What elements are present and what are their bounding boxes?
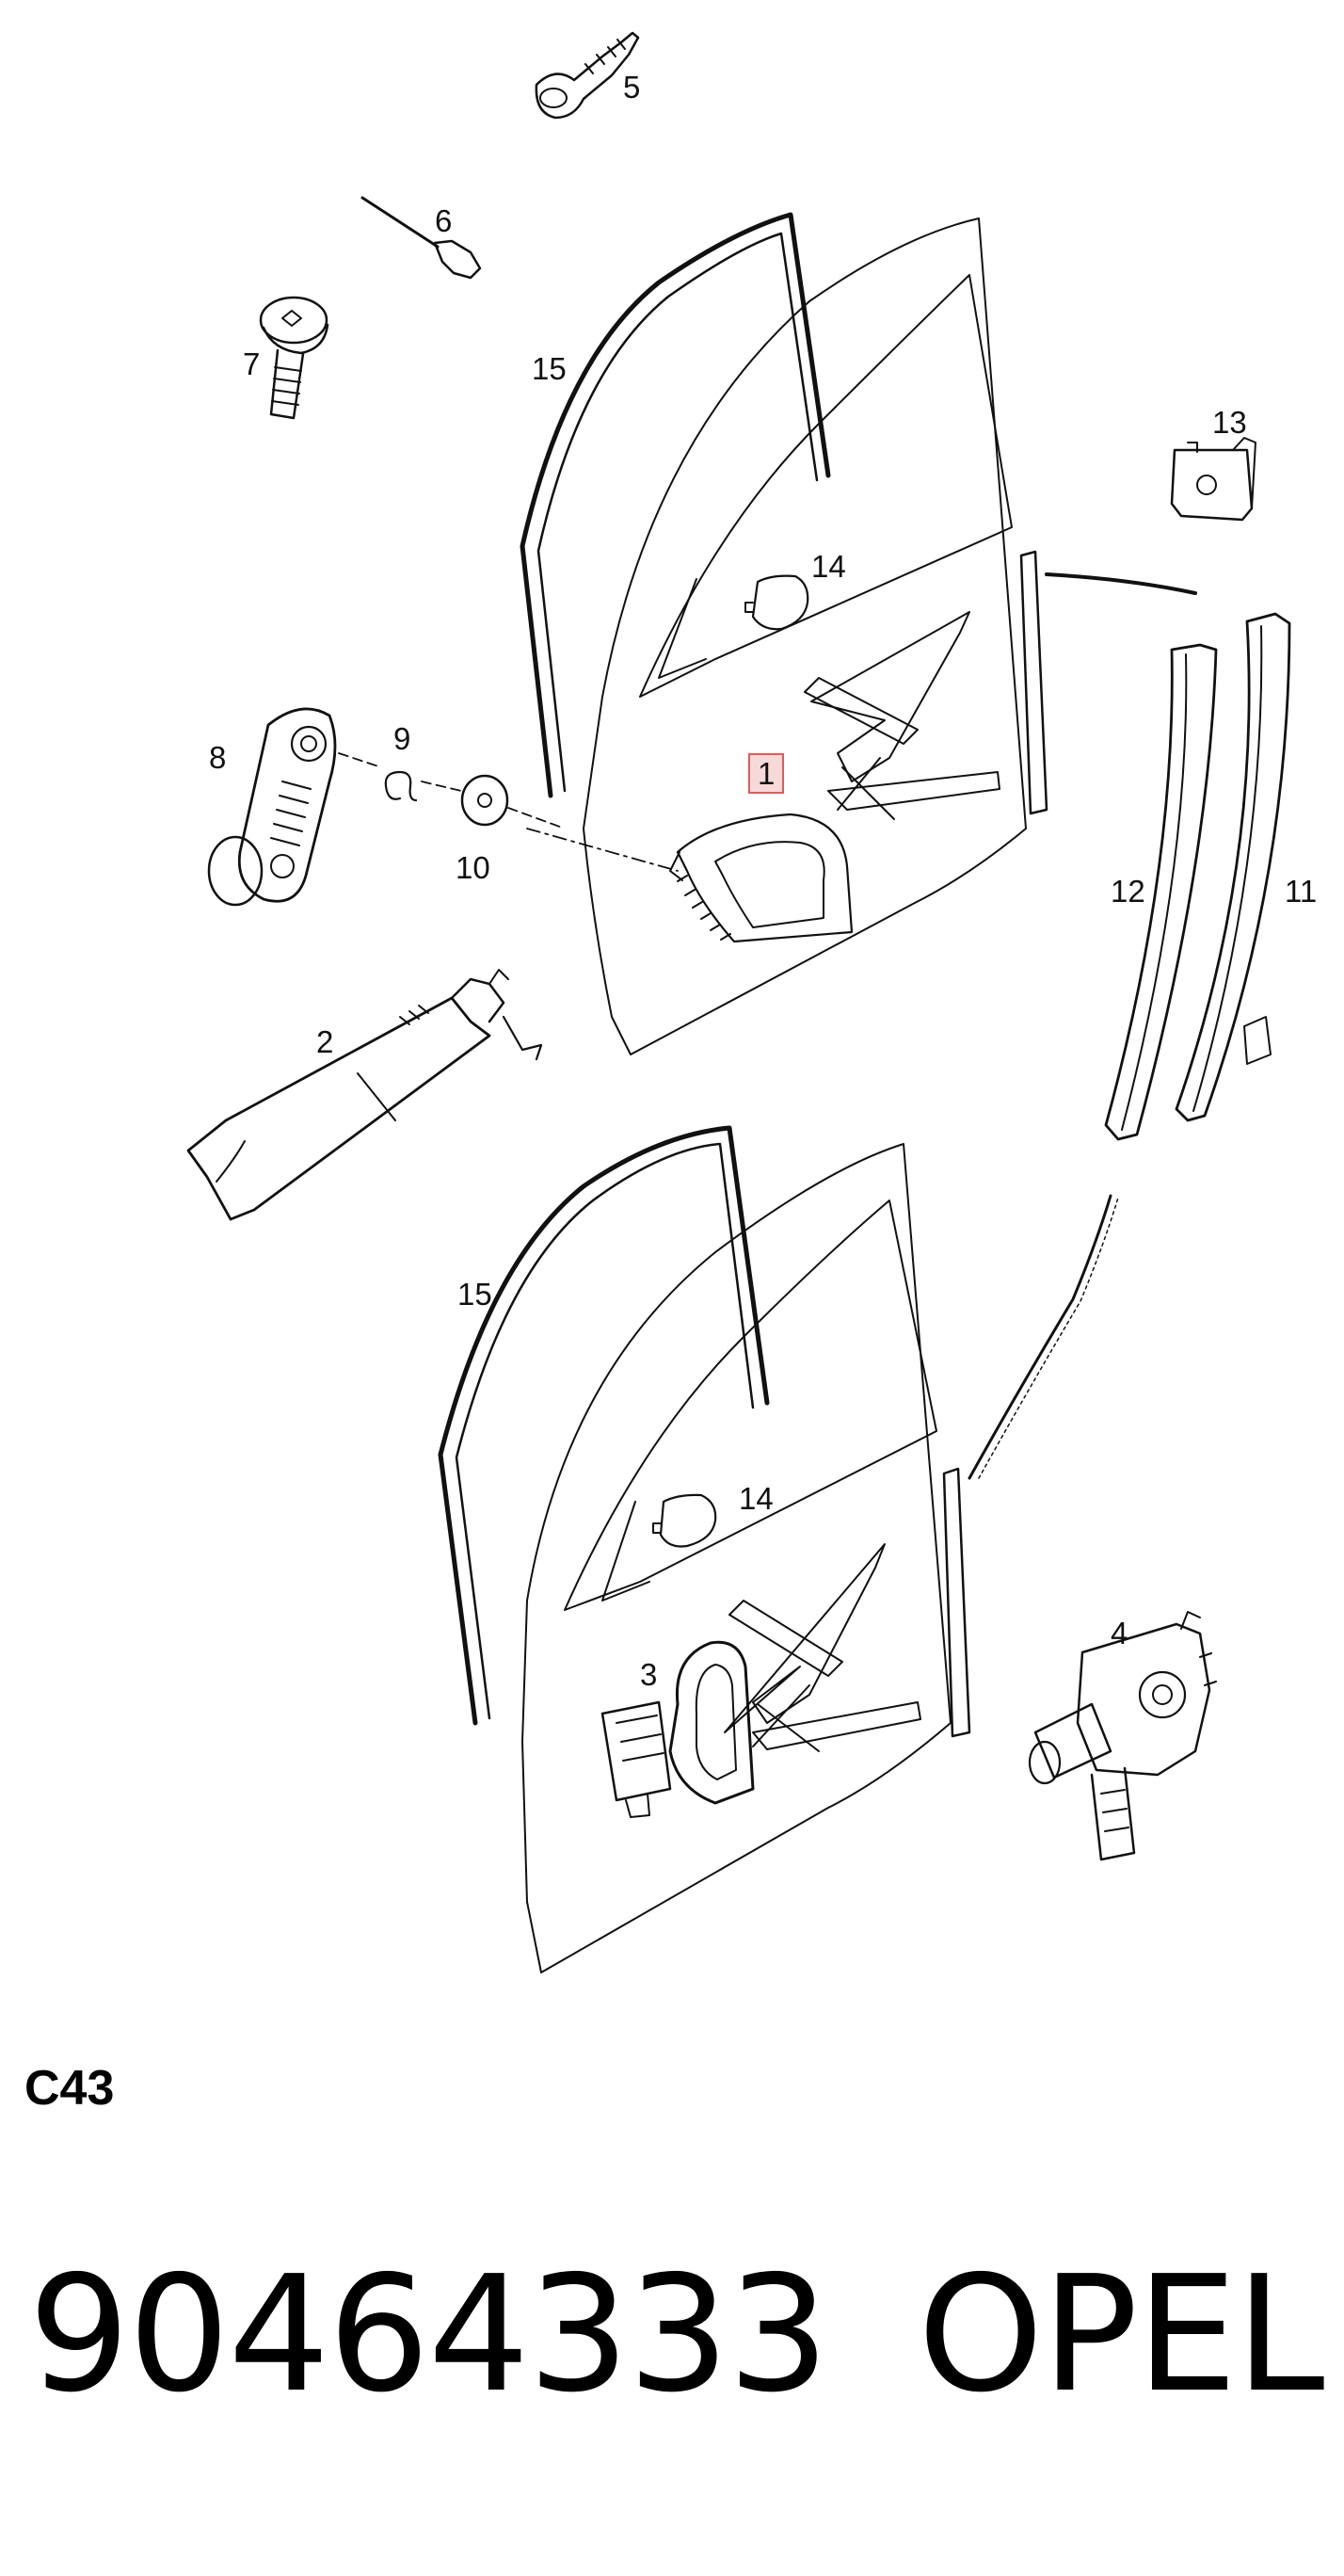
part-number: 90464333 <box>28 2242 829 2428</box>
part-10-washer <box>460 774 509 827</box>
diagram-drawing <box>186 31 1291 1973</box>
callout-1-highlighted[interactable]: 1 <box>748 753 785 794</box>
upper-door <box>520 212 1197 1055</box>
part-8-handle <box>207 707 337 907</box>
callout-10: 10 <box>456 850 490 885</box>
lower-door <box>438 1125 1119 1973</box>
part-2-crank <box>186 969 543 1221</box>
callout-5: 5 <box>623 70 641 105</box>
exploded-parts-diagram: 5 6 7 15 13 14 8 9 1 10 12 11 2 15 14 4 … <box>186 31 1318 1973</box>
part-12-channel <box>1104 643 1218 1141</box>
part-11-channel <box>1175 612 1291 1122</box>
part-5-clip <box>535 31 640 120</box>
part-13-clip <box>1170 437 1256 522</box>
callout-2: 2 <box>316 1024 334 1059</box>
callout-6: 6 <box>435 203 453 238</box>
part-7-bolt <box>259 296 329 420</box>
part-6-rivet <box>360 196 482 280</box>
callout-14-lower: 14 <box>739 1481 774 1516</box>
part-9-clip <box>384 770 418 802</box>
callout-15-upper: 15 <box>532 351 567 386</box>
callout-9: 9 <box>393 721 411 756</box>
sheet-code: C43 <box>24 2061 115 2116</box>
part-4-motor <box>1028 1611 1217 1861</box>
callout-7: 7 <box>243 346 261 381</box>
callout-4: 4 <box>1111 1616 1128 1650</box>
brand-name: OPEL <box>918 2242 1324 2428</box>
callout-3: 3 <box>640 1657 658 1692</box>
callout-15-lower: 15 <box>457 1277 492 1312</box>
callout-8: 8 <box>209 740 227 775</box>
callout-14-upper: 14 <box>811 549 846 584</box>
callout-11: 11 <box>1285 874 1318 909</box>
callout-12: 12 <box>1111 874 1145 909</box>
callout-13: 13 <box>1212 405 1247 440</box>
